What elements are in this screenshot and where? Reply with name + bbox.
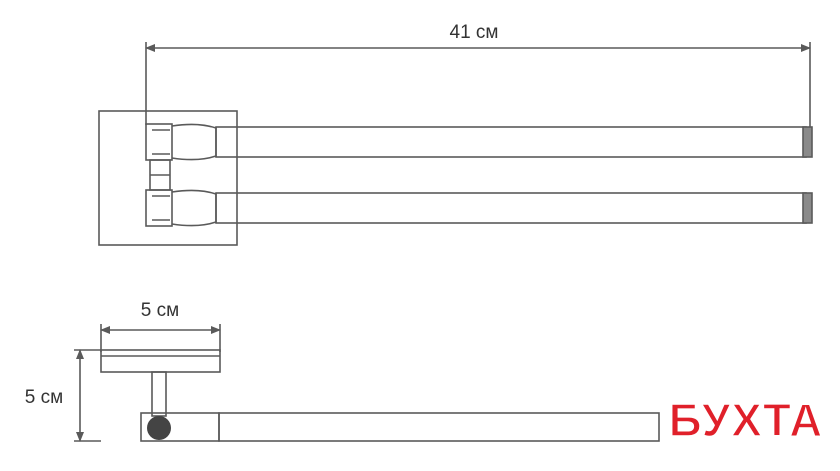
bracket-top — [145, 123, 217, 161]
side-towel-bar — [218, 412, 660, 442]
bracket-bottom — [145, 189, 217, 227]
top-view — [98, 42, 813, 246]
side-mount-plate — [100, 349, 221, 373]
buhta-logo: БУХТА — [668, 393, 824, 447]
height-label: 5 см — [25, 387, 63, 408]
wall-plate — [98, 110, 238, 246]
depth-label: 5 см — [141, 300, 179, 321]
side-stem — [151, 371, 167, 417]
logo-text: БУХТА — [669, 394, 824, 446]
towel-bar-top — [215, 126, 813, 158]
pivot-circle — [147, 416, 171, 440]
towel-bar-bottom — [215, 192, 813, 224]
length-label: 41 см — [450, 22, 499, 43]
